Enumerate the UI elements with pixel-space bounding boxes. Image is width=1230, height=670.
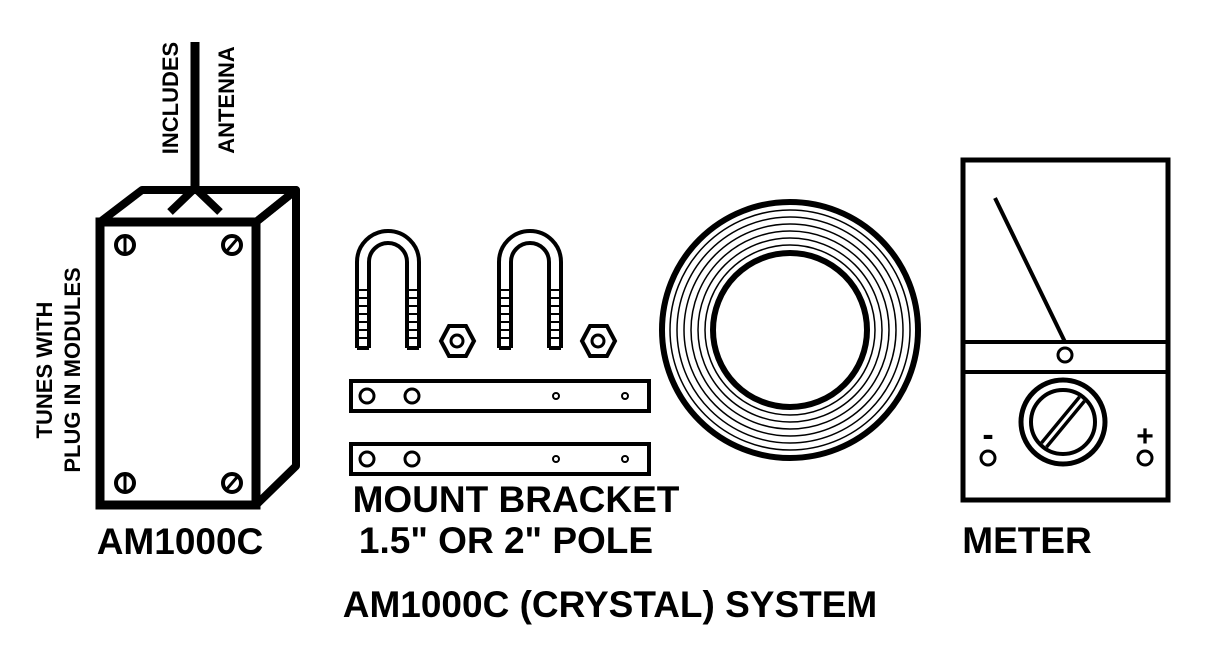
bracket-label-line2: 1.5" OR 2" POLE xyxy=(359,520,653,561)
device-label: AM1000C xyxy=(97,521,264,562)
meter-needle-icon xyxy=(993,197,1067,343)
antenna-note-line2: ANTENNA xyxy=(214,46,239,154)
screw-icon xyxy=(114,234,243,494)
box-side-face xyxy=(252,186,300,509)
u-bolt-icon xyxy=(497,229,563,350)
mount-bracket: MOUNT BRACKET 1.5" OR 2" POLE xyxy=(349,229,680,561)
side-note-line1: TUNES WITH xyxy=(32,302,57,439)
nut-icon xyxy=(438,324,477,358)
meter-plus-label: + xyxy=(1136,420,1154,453)
nut-icon xyxy=(579,324,618,358)
box-front-face xyxy=(95,217,261,510)
cable-coil-icon xyxy=(659,199,921,461)
diagram-caption: AM1000C (CRYSTAL) SYSTEM xyxy=(343,584,878,625)
receiver-box: INCLUDES ANTENNA TUNES WITH PLUG IN MODU… xyxy=(32,42,300,562)
side-note-line2: PLUG IN MODULES xyxy=(60,267,85,472)
bracket-label-line1: MOUNT BRACKET xyxy=(353,479,680,520)
meter-minus-label: - xyxy=(982,416,993,454)
meter-knob[interactable] xyxy=(1018,377,1108,467)
meter: - + METER xyxy=(960,157,1171,561)
meter-terminal-plus xyxy=(1136,449,1154,467)
meter-label: METER xyxy=(962,520,1092,561)
bracket-bar-icon xyxy=(349,379,651,413)
meter-terminal-minus xyxy=(979,449,997,467)
antenna-note-line1: INCLUDES xyxy=(158,42,183,154)
bracket-bar-icon xyxy=(349,442,651,476)
u-bolt-icon xyxy=(355,229,421,350)
